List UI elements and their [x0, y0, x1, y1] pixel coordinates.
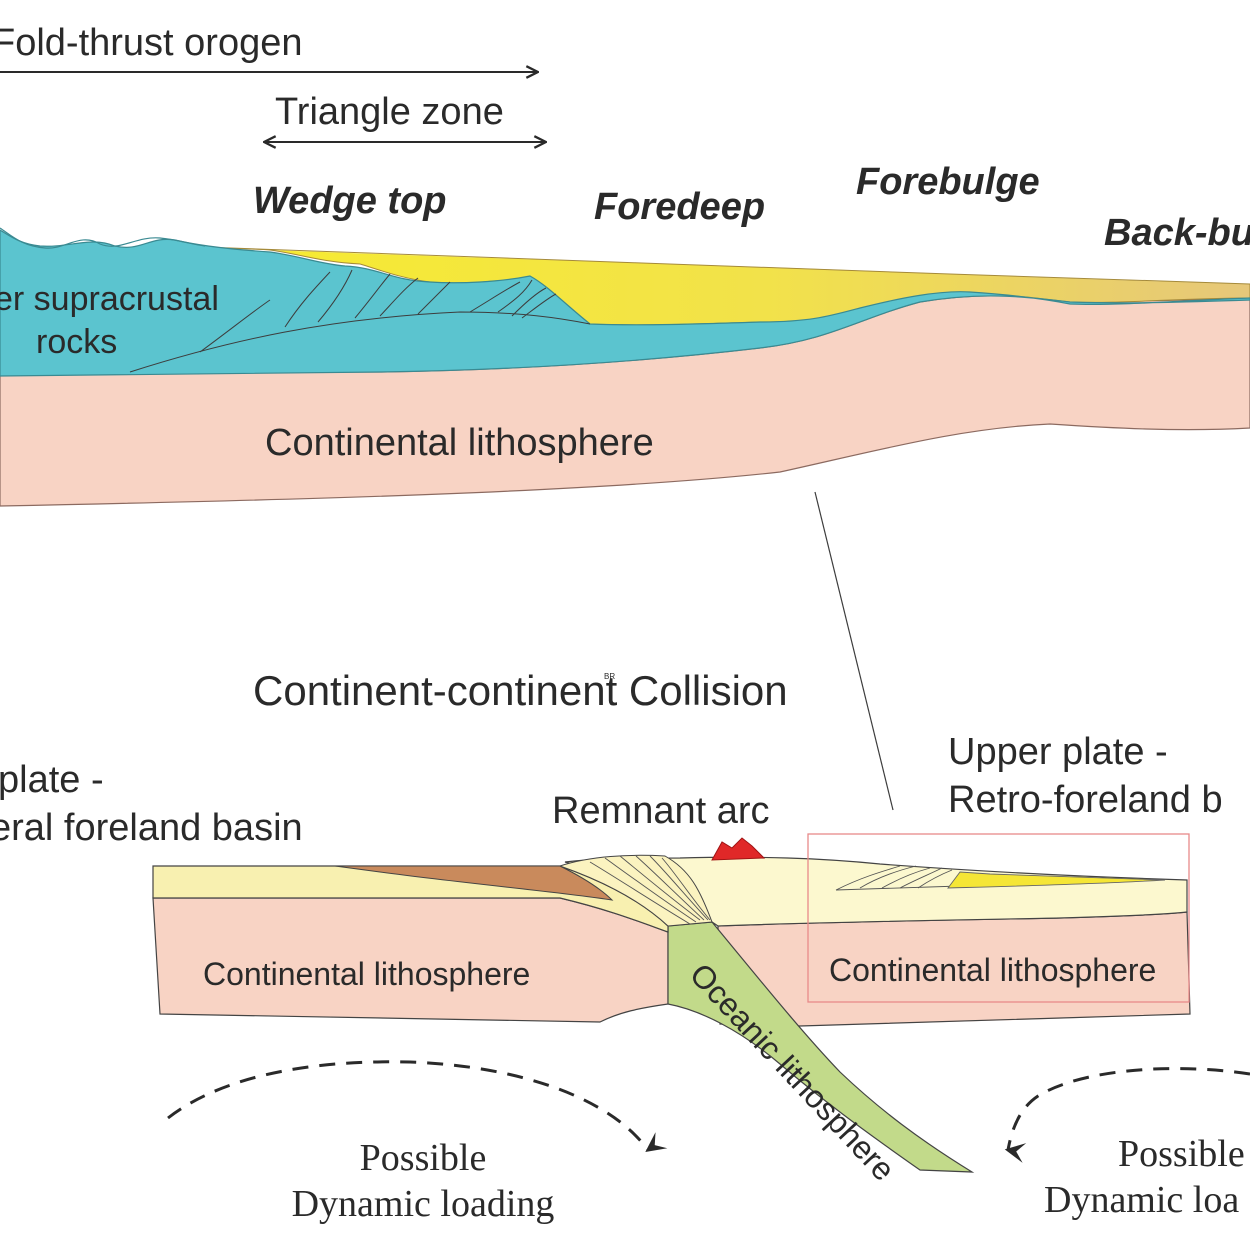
right-loading-label-line2: Dynamic loa [1044, 1179, 1239, 1221]
right-lithosphere-label: Continental lithosphere [829, 952, 1156, 988]
retro-foreland-thrusts [835, 865, 961, 891]
zoom-highlight-box [807, 833, 1190, 1003]
upper-plate-label-line1: Upper plate - [948, 731, 1168, 773]
wedge-top-label: Wedge top [253, 180, 447, 222]
upper-plate-label-line2: Retro-foreland b [948, 779, 1223, 821]
right-dynamic-loading-arrow [1004, 1067, 1250, 1163]
remnant-arc-label: Remnant arc [552, 790, 770, 832]
retro-foreland-basin-sediments [947, 871, 1166, 889]
lower-plate-label-line1: plate - [0, 759, 104, 801]
back-bulge-label: Back-bu [1104, 212, 1250, 254]
zoom-connector-line [814, 491, 894, 811]
foredeep-label: Foredeep [594, 186, 765, 228]
supracrustal-rocks-layer [0, 229, 1250, 377]
top-lithosphere-label: Continental lithosphere [265, 422, 654, 464]
left-loading-label-line2: Dynamic loading [292, 1183, 555, 1225]
foreland-basin-fill-brown [334, 865, 614, 901]
wedge-thrust-faults [589, 855, 711, 925]
left-loading-label-line1: Possible [360, 1137, 487, 1179]
orogen-label: Fold-thrust orogen [0, 22, 303, 64]
thrust-faults [129, 269, 591, 373]
collision-cross-section: Continent-continent Collision BR plate -… [0, 667, 1250, 1225]
supracrustal-rocks-label-line1: er supracrustal [0, 280, 219, 318]
orogen-topography [0, 227, 206, 249]
remnant-arc-volcano [711, 837, 766, 861]
top-cross-section: Fold-thrust orogen Triangle zone Wedge t… [0, 22, 1250, 507]
supracrustal-rocks-label-line2: rocks [36, 323, 117, 361]
left-lithosphere-label: Continental lithosphere [203, 956, 530, 992]
right-loading-label-line1: Possible [1118, 1133, 1245, 1175]
forebulge-label: Forebulge [856, 161, 1040, 203]
oceanic-lithosphere-slab [667, 921, 975, 1173]
lower-plate-label-line2: eral foreland basin [0, 807, 303, 849]
left-dynamic-loading-arrow [167, 1060, 668, 1152]
watermark-text: BR [604, 672, 615, 681]
collision-title: Continent-continent Collision [253, 667, 788, 714]
triangle-zone-label: Triangle zone [275, 91, 504, 133]
